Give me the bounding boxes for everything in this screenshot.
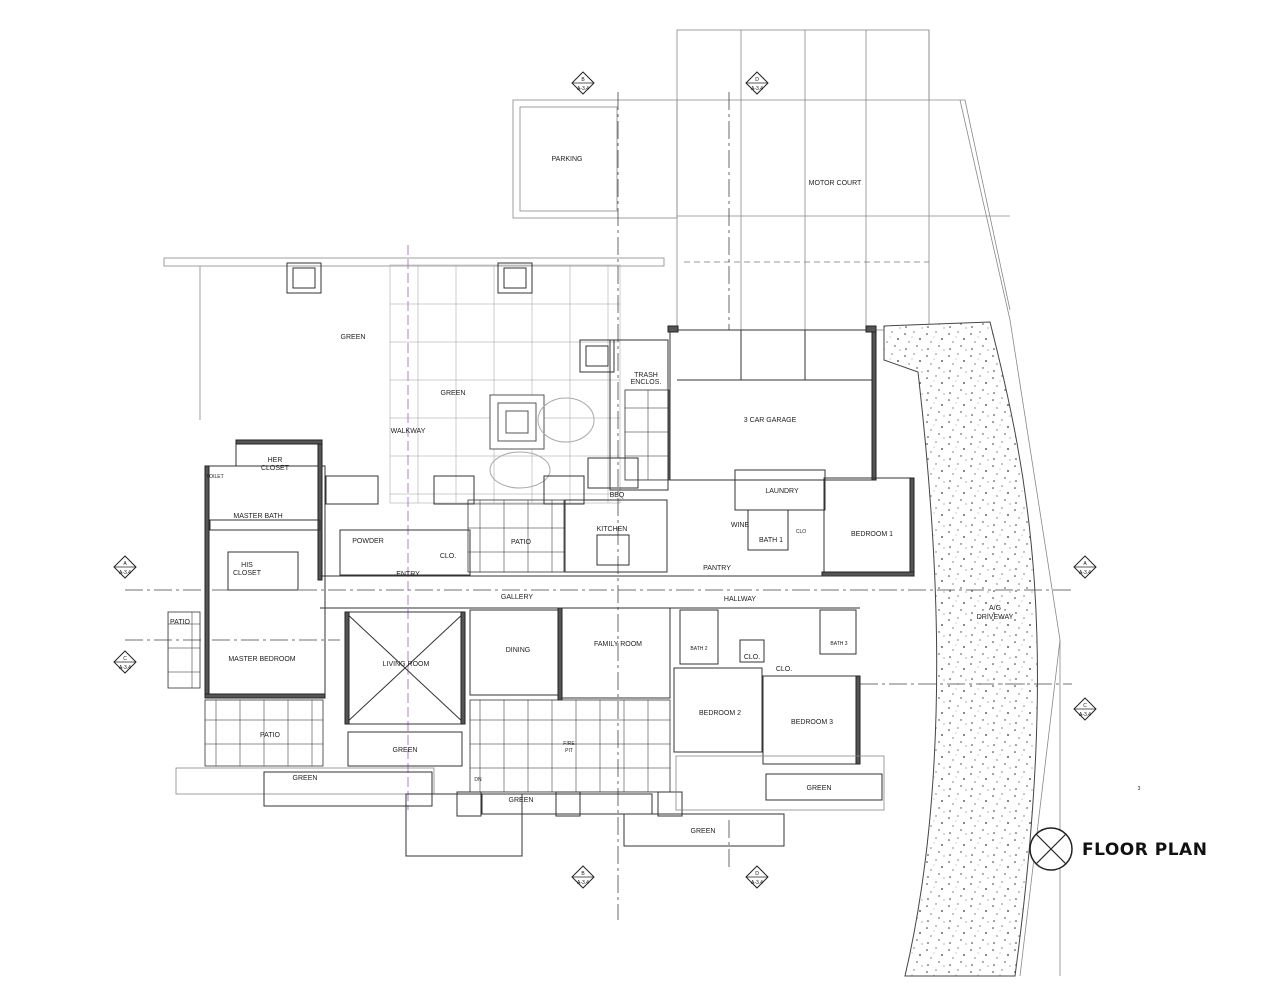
label-trash-2: ENCLOS.: [631, 379, 662, 386]
label-green-living: GREEN: [393, 747, 418, 754]
label-clo-entry: CLO.: [440, 553, 456, 560]
section-marker-letter: C: [123, 656, 127, 662]
label-bath2: BATH 2: [690, 646, 707, 652]
label-his-closet-2: CLOSET: [233, 570, 262, 577]
label-green-south: GREEN: [509, 797, 534, 804]
label-bbq: BBQ: [610, 492, 625, 499]
label-fire-2: PIT: [565, 748, 573, 754]
label-gallery: GALLERY: [501, 594, 533, 601]
label-bedroom1: BEDROOM 1: [851, 531, 893, 538]
label-bedroom3: BEDROOM 3: [791, 719, 833, 726]
label-green-sw: GREEN: [293, 775, 318, 782]
label-green-se2: GREEN: [691, 828, 716, 835]
label-garage: 3 CAR GARAGE: [744, 417, 797, 424]
page-number: 3: [1138, 786, 1141, 792]
label-green-se1: GREEN: [807, 785, 832, 792]
label-fire-1: FIRE: [563, 741, 575, 747]
label-patio-center: PATIO: [511, 539, 532, 546]
section-marker-sheet: A-3.4: [751, 86, 763, 92]
section-marker-letter: B: [581, 871, 585, 877]
patio-herringbone: [167, 611, 201, 689]
label-bath1: BATH 1: [759, 537, 783, 544]
label-walkway: WALKWAY: [391, 428, 426, 435]
gravel-driveway: [883, 321, 1038, 977]
section-marker-a-right: A A-3.4: [1073, 555, 1097, 579]
planters-south: [175, 731, 885, 857]
label-clo-bed3: CLO.: [776, 666, 792, 673]
patio-south-tiles: [469, 699, 671, 793]
section-marker-d-top: D A-3.4: [745, 71, 769, 95]
label-laundry: LAUNDRY: [765, 488, 799, 495]
label-bath3: BATH 3: [830, 641, 847, 647]
label-dining: DINING: [506, 647, 531, 654]
label-family-room: FAMILY ROOM: [594, 641, 642, 648]
label-his-closet-1: HIS: [241, 562, 253, 569]
section-marker-letter: A: [1083, 561, 1087, 567]
label-hallway: HALLWAY: [724, 596, 756, 603]
label-wine: WINE: [731, 522, 750, 529]
label-ag-1: A/G: [989, 605, 1001, 612]
section-marker-c-right: C A-3.4: [1073, 697, 1097, 721]
section-marker-letter: B: [581, 77, 585, 83]
label-green-court: GREEN: [441, 390, 466, 397]
label-ag-2: DRIVEWAY: [977, 614, 1014, 621]
north-arrow-icon: [1029, 827, 1073, 871]
section-marker-sheet: A-3.4: [751, 880, 763, 886]
label-her-closet-1: HER: [268, 457, 283, 464]
label-master-bath: MASTER BATH: [233, 513, 282, 520]
section-marker-b-bottom: B A-3.4: [571, 865, 595, 889]
label-motor-court: MOTOR COURT: [809, 180, 862, 187]
section-marker-sheet: A-3.4: [577, 880, 589, 886]
section-marker-letter: D: [755, 871, 759, 877]
section-marker-letter: D: [755, 77, 759, 83]
section-marker-sheet: A-3.4: [119, 665, 131, 671]
drawing-title: FLOOR PLAN: [1082, 840, 1207, 860]
section-marker-sheet: A-3.4: [1079, 570, 1091, 576]
label-pantry: PANTRY: [703, 565, 731, 572]
house-walls: [204, 325, 915, 765]
section-marker-letter: A: [123, 561, 127, 567]
section-marker-b-top: B A-3.4: [571, 71, 595, 95]
label-green-nw: GREEN: [341, 334, 366, 341]
trash-enclosure-tiles: [624, 389, 670, 481]
section-marker-sheet: A-3.4: [1079, 712, 1091, 718]
label-parking: PARKING: [552, 156, 583, 163]
section-marker-d-bottom: D A-3.4: [745, 865, 769, 889]
section-marker-sheet: A-3.4: [119, 570, 131, 576]
label-trash-1: TRASH: [634, 372, 658, 379]
label-patio-west: PATIO: [170, 619, 191, 626]
label-clo-hall: CLO.: [744, 654, 760, 661]
label-powder: POWDER: [352, 538, 384, 545]
label-bedroom2: BEDROOM 2: [699, 710, 741, 717]
section-marker-c-left: C A-3.4: [113, 650, 137, 674]
label-patio-south: PATIO: [260, 732, 281, 739]
section-marker-a-left: A A-3.4: [113, 555, 137, 579]
label-her-closet-2: CLOSET: [261, 465, 290, 472]
label-living-room: LIVING ROOM: [383, 661, 430, 668]
label-kitchen: KITCHEN: [597, 526, 628, 533]
courtyard-area: [163, 257, 665, 505]
section-marker-letter: C: [1083, 703, 1087, 709]
patio-west-tiles: [204, 699, 324, 767]
label-clo-bath1: CLO: [796, 529, 806, 535]
label-entry: ENTRY: [396, 571, 420, 578]
label-dn: DN: [474, 777, 482, 783]
label-toilet: TOILET: [206, 474, 223, 480]
label-master-bedroom: MASTER BEDROOM: [228, 656, 295, 663]
section-marker-sheet: A-3.4: [577, 86, 589, 92]
patio-center-tiles: [467, 499, 565, 573]
